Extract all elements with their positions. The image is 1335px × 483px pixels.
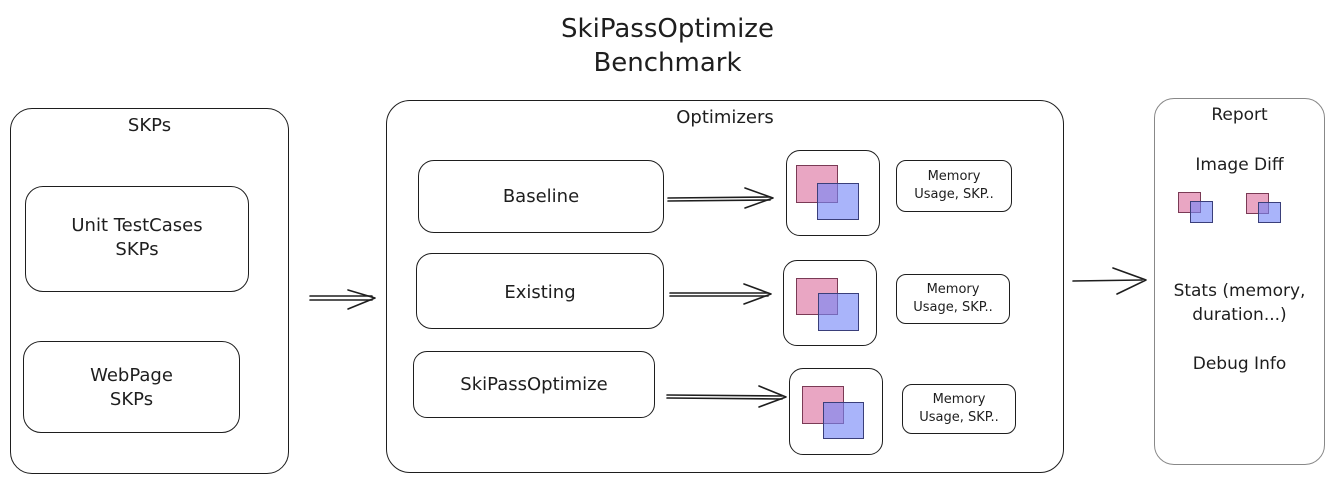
optimizer-baseline-box (418, 160, 664, 233)
blue-image-square (817, 183, 859, 220)
report-debug-info-label: Debug Info (1192, 354, 1287, 374)
skp-item-unit-testcases (25, 186, 249, 292)
memory-note-baseline (896, 160, 1012, 212)
report-stats-label: Stats (memory, duration...) (1173, 281, 1306, 325)
blue-image-square (823, 402, 864, 439)
skps-header: SKPs (127, 115, 172, 136)
memory-note-baseline-label: Memory Usage, SKP.. (914, 169, 994, 202)
memory-note-skipassoptimize-label: Memory Usage, SKP.. (919, 392, 999, 425)
arrow-baseline-to-image (667, 187, 774, 209)
optimizer-skipassoptimize-box (413, 351, 655, 418)
optimizer-baseline-label: Baseline (502, 186, 580, 207)
skp-item-unit-testcases-label: Unit TestCases SKPs (71, 215, 203, 260)
diff-blue-square-1 (1190, 201, 1213, 223)
arrow-optimizers-to-report (1072, 267, 1147, 295)
optimizers-header: Optimizers (676, 107, 774, 128)
optimizer-existing-box (416, 253, 664, 329)
skp-item-webpage-label: WebPage SKPs (90, 365, 173, 410)
title-line-1: SkiPassOptimize (561, 14, 774, 44)
blue-image-square (818, 293, 859, 331)
report-image-diff-label: Image Diff (1195, 155, 1284, 175)
report-header: Report (1211, 105, 1268, 125)
arrow-existing-to-image (669, 283, 772, 305)
report-container (1154, 98, 1325, 465)
memory-note-existing (896, 274, 1010, 324)
optimizer-skipassoptimize-label: SkiPassOptimize (460, 374, 608, 395)
diagram-title: SkiPassOptimize Benchmark (0, 12, 1335, 80)
arrow-skipassoptimize-to-image (666, 385, 787, 408)
skp-item-webpage (23, 341, 240, 433)
title-line-2: Benchmark (593, 48, 742, 78)
memory-note-existing-label: Memory Usage, SKP.. (913, 282, 993, 315)
optimizer-existing-label: Existing (504, 282, 576, 303)
memory-note-skipassoptimize (902, 384, 1016, 434)
diff-blue-square-2 (1258, 202, 1281, 223)
arrow-skps-to-optimizers (309, 289, 376, 310)
